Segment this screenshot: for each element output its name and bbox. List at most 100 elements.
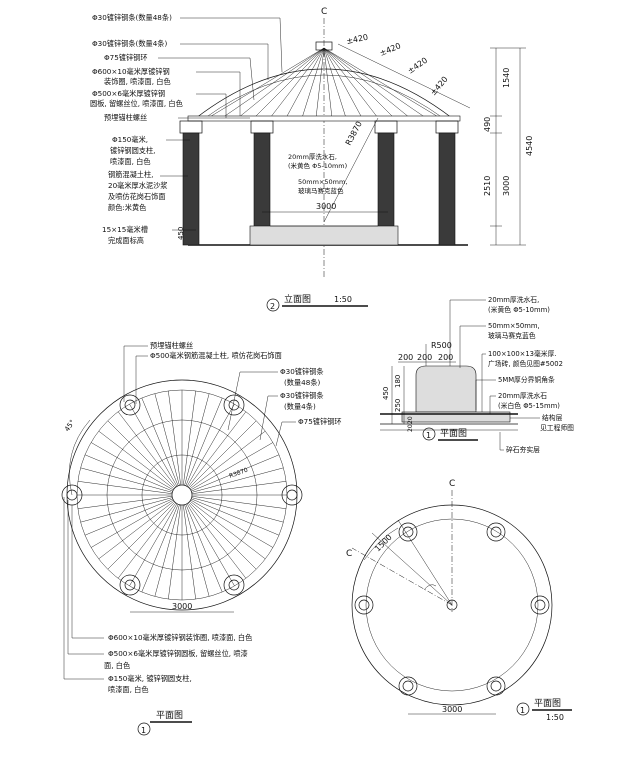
elevation-columns [182, 132, 456, 246]
plan-spoke [129, 403, 178, 487]
plan-spoke [185, 504, 223, 593]
plan-spoke [191, 481, 287, 494]
plan-spoke [129, 503, 178, 587]
label-plate-500: Φ500×6毫米厚镀锌钢 [92, 89, 165, 98]
label-mortar: 20毫米厚水泥沙浆 [108, 181, 167, 190]
label-finish-level: 完成面标高 [108, 236, 144, 245]
plan-spoke [190, 442, 274, 491]
svg-text:180: 180 [394, 375, 402, 388]
plan-spoke [107, 501, 176, 570]
plan-spoke [185, 397, 223, 486]
plan-spoke [187, 411, 247, 488]
dim-top-4: ±420 [429, 75, 450, 98]
plan-spoke [191, 497, 284, 523]
dome-dimension-chain: ±420 ±420 ±420 ±420 [337, 33, 471, 109]
plan-spoke [186, 403, 235, 487]
dome-top-ring [315, 41, 333, 51]
plan-spoke [184, 393, 210, 486]
plan-arc-dim [69, 419, 91, 496]
section-title: 平面图 [440, 428, 467, 439]
inner-note-3: 50mm×50mm, [298, 178, 347, 186]
label-anchor-bolt: 预埋锚柱螺丝 [104, 113, 147, 122]
plan-spoke [183, 390, 196, 486]
dim-right-3000: 3000 [502, 176, 511, 196]
elevation-view: C [90, 7, 534, 312]
label-post-150-paint: 喷漆面, 白色 [110, 157, 151, 166]
inner-note-2: (米黄色 Φ5-10mm) [288, 161, 347, 170]
label-granite-finish: 及喷仿花岗石饰面 [108, 192, 166, 201]
svg-text:200: 200 [398, 353, 413, 362]
plan-label-bars-48: Φ30镀锌钢条 [280, 367, 324, 376]
section-leaders [449, 299, 540, 451]
plan-right-axis-label: C [449, 479, 455, 489]
label-groove: 15×15毫米槽 [102, 225, 148, 234]
elevation-scale: 1:50 [334, 295, 352, 304]
svg-text:450: 450 [382, 387, 390, 400]
plan-spoke [189, 430, 266, 490]
elevation-title-number: 2 [270, 302, 275, 311]
plan-spoke [77, 481, 173, 494]
plan-spoke [141, 504, 179, 593]
plan-spoke [154, 393, 180, 486]
plan-right-title: 平面图 [534, 698, 561, 709]
plan-spoke [187, 502, 247, 579]
section-label-terrazzo: 20mm厚洗水石, [488, 295, 539, 304]
plan-spoke [98, 500, 175, 560]
section-detail: R500 200 200 200 450 250 180 20 20 20mm厚… [380, 295, 574, 454]
inner-note-1: 20mm厚洗水石, [288, 152, 337, 161]
plan-left-labels: 预埋锚柱螺丝 Φ500毫米钢筋混凝土柱, 喷仿花岗石饰面 Φ30镀锌钢条 (数量… [150, 341, 342, 426]
dim-top-1: ±420 [346, 33, 369, 46]
plan-label-bars-4-count: (数量4条) [284, 402, 316, 411]
section-label-structure: 结构层 [542, 413, 563, 422]
plan-label-ring-75: Φ75镀锌钢环 [298, 417, 342, 426]
ring-beam [187, 115, 461, 122]
svg-text:250: 250 [394, 399, 402, 412]
plan-bottom-label-plate-cont: 面, 白色 [104, 661, 130, 670]
plan-spoke [117, 411, 177, 488]
column-caps [179, 120, 459, 134]
plan-spoke [186, 503, 235, 587]
elevation-title: 立面图 [284, 293, 311, 305]
plan-spoke [168, 390, 181, 486]
section-title-bubble [422, 427, 436, 441]
plan-spoke [191, 467, 284, 493]
plan-left-bottom-labels: Φ600×10毫米厚镀锌钢装饰圈, 喷漆面, 白色 Φ500×6毫米厚镀锌钢圆板… [104, 633, 252, 694]
plan-right-dim-1500: 1500 [373, 533, 394, 554]
dim-right-4540: 4540 [525, 136, 534, 156]
plan-label-bars-4: Φ30镀锌钢条 [280, 391, 324, 400]
section-label-tile-color: 广场砖, 颜色见图#5002 [488, 359, 563, 368]
label-color-beige: 颜色:米黄色 [108, 203, 146, 212]
section-curb-body [415, 365, 477, 413]
label-ring-600-cont: 装饰圈, 喷漆面, 白色 [104, 77, 171, 86]
plan-spoke [77, 496, 173, 509]
plan-spokes [77, 390, 287, 600]
elevation-axis-label: C [321, 7, 327, 17]
plan-right-wedge [351, 519, 453, 606]
plan-label-rc-column: Φ500毫米钢筋混凝土柱, 喷仿花岗石饰面 [150, 351, 282, 360]
plan-spoke [80, 497, 173, 523]
left-dim: 450 [177, 227, 185, 240]
plan-bottom-label-ring: Φ600×10毫米厚镀锌钢装饰圈, 喷漆面, 白色 [108, 633, 252, 642]
elevation-title-bubble [266, 298, 280, 312]
label-steel-ring: Φ75镀锌钢环 [104, 53, 148, 62]
plan-right-title-number: 1 [520, 706, 525, 715]
section-label-see-engineer: 见工程师图 [540, 423, 574, 432]
plan-right-inner-circle [365, 518, 539, 692]
label-plate-500-cont: 圆板, 留螺丝位, 喷漆面, 白色 [90, 99, 183, 108]
plan-bottom-label-post: Φ150毫米, 镀锌钢圆支柱, [108, 674, 192, 683]
plan-spoke [107, 420, 176, 489]
section-labels: 20mm厚洗水石, (米黄色 Φ5-10mm) 50mm×50mm, 玻璃马赛克… [488, 295, 574, 454]
plan-spoke [84, 498, 173, 536]
plan-spoke [184, 504, 210, 597]
inner-note-4: 玻璃马赛克蓝色 [298, 186, 344, 195]
radius-line [323, 117, 379, 223]
plan-spoke [90, 499, 174, 548]
width-dim: 3000 [316, 202, 336, 211]
plan-spoke [98, 430, 175, 490]
label-steel-bars-48: Φ30镀锌钢条(数量48条) [92, 13, 172, 22]
plan-spoke [90, 442, 174, 491]
plan-label-anchor: 预埋锚柱螺丝 [150, 341, 193, 350]
plan-spoke [183, 504, 196, 600]
section-left-dims: 450 250 180 20 20 [382, 366, 414, 432]
plan-angle-dim: 45° [63, 418, 77, 433]
